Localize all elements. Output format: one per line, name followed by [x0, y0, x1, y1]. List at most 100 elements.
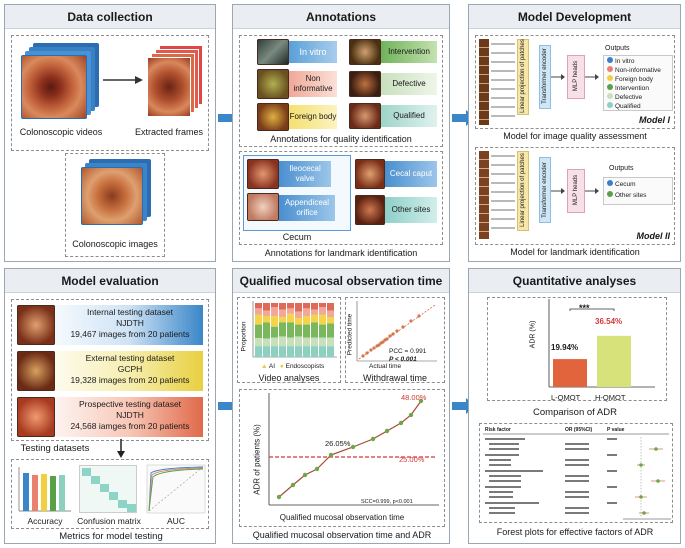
proportion-segment — [319, 307, 326, 315]
proportion-segment — [255, 324, 262, 339]
other-sites-thumb — [355, 195, 385, 225]
significance-bracket — [569, 308, 615, 311]
proportion-segment — [303, 346, 310, 357]
forest-box — [479, 423, 673, 523]
proportion-segment — [311, 337, 318, 347]
internal-dataset-text: Internal testing dataset NJDTH 19,467 im… — [57, 307, 203, 340]
adr-point — [398, 420, 404, 426]
model2-output-label: Cecum — [615, 181, 636, 188]
defective-thumb — [349, 71, 381, 97]
bar1-value: 19.94% — [551, 343, 579, 352]
proportion-legend: ▲ AI ● Endoscopists — [261, 363, 324, 370]
proportion-segment — [311, 303, 318, 310]
model1-output-label: Foreign body — [615, 76, 653, 83]
proportion-label: Proportion — [240, 321, 248, 352]
dot-icon — [607, 93, 613, 99]
proportion-segment — [263, 315, 270, 323]
model1-output-non-informative: Non-informative — [607, 66, 661, 74]
proportion-segment — [295, 336, 302, 347]
landmark-ileocecal-valve: Ileocecal valve — [279, 161, 331, 187]
forest-header-p: P value — [607, 427, 625, 433]
adr-ylabel: ADR of patients (%) — [252, 424, 262, 495]
dot-icon — [607, 75, 613, 81]
model1-output-in-vitro: In vitro — [607, 57, 635, 65]
quality-foreign-body: Foreign body — [289, 105, 337, 129]
proportion-segment — [279, 303, 286, 310]
pcc-label: PCC = 0.991 — [389, 348, 427, 355]
proportion-segment — [319, 303, 326, 308]
model1-flow-arrows — [551, 74, 599, 80]
model1-patch-arrows — [491, 43, 515, 117]
withdrawal-box — [345, 297, 445, 383]
proportion-segment — [255, 346, 262, 357]
proportion-segment — [255, 338, 262, 347]
model1-output-label: Defective — [615, 94, 643, 101]
video-analyses-caption: Video analyses — [258, 373, 320, 383]
quality-intervention: Intervention — [381, 41, 437, 63]
proportion-segment — [303, 337, 310, 347]
proportion-segment — [311, 322, 318, 338]
proportion-segment — [279, 322, 286, 337]
images-box — [65, 153, 165, 257]
model1-encoder-label: Transformer encoder — [542, 48, 548, 104]
proportion-segment — [271, 326, 278, 338]
predicted-time-label: Predicted time — [346, 313, 354, 356]
scatter-point — [409, 319, 413, 323]
adr-bar — [553, 359, 587, 387]
proportion-segment — [295, 346, 302, 357]
model2-patch-arrows — [491, 155, 515, 229]
model2-encoder-label: Transformer encoder — [542, 162, 548, 218]
proportion-segment — [311, 309, 318, 315]
model1-output-label: Qualified — [615, 103, 641, 110]
model1-output-label: Non-informative — [615, 67, 661, 74]
scatter-point — [417, 314, 421, 318]
model2-encoder — [539, 157, 551, 223]
landmark-cecal-caput: Cecal caput — [385, 161, 437, 187]
model1-outputs-label: Outputs — [605, 45, 630, 52]
observation-panel: Qualified mucosal observation time Propo… — [232, 268, 450, 544]
quality-defective: Defective — [381, 73, 437, 95]
adr-point — [418, 398, 424, 404]
adr-ref-label: 25.00% — [399, 455, 425, 464]
non-informative-thumb — [257, 69, 289, 99]
proportion-segment — [271, 307, 278, 316]
bar1-label: L-QMOT — [551, 393, 581, 402]
quantitative-panel: Quantitative analyses ADR (%) *** 19.94%… — [468, 268, 681, 544]
model2-caption: Model for landmark identification — [510, 247, 640, 257]
legend-endoscopists-icon: ● — [279, 363, 284, 370]
proportion-segment — [263, 338, 270, 347]
adr-point — [350, 444, 356, 450]
proportion-segment — [303, 308, 310, 316]
internal-dataset-name: Internal testing dataset — [86, 307, 173, 317]
dot-icon — [607, 66, 613, 72]
adr-point — [276, 494, 282, 500]
metric-confusion-matrix: Confusion matrix — [77, 516, 141, 526]
proportion-segment — [279, 346, 286, 357]
proportion-segment — [295, 324, 302, 337]
proportion-segment — [311, 314, 318, 323]
scatter-point — [385, 337, 389, 341]
adr-max-label: 48.00% — [401, 393, 427, 402]
cecum-label: Cecum — [282, 232, 312, 242]
scatter-point — [365, 351, 369, 355]
proportion-segment — [271, 303, 278, 308]
pval-label: P < 0.001 — [389, 356, 417, 363]
video-proportion-chart — [252, 301, 337, 358]
adr-point — [314, 466, 320, 472]
datasets-box — [11, 299, 209, 441]
adr-line — [278, 400, 422, 498]
proportion-segment — [303, 324, 310, 338]
model-evaluation-title: Model evaluation — [5, 269, 215, 293]
testing-datasets-label: Testing datasets — [20, 443, 90, 454]
model2-output-label: Other sites — [615, 192, 647, 199]
model2-box — [475, 147, 675, 245]
model1-caption: Model for image quality assessment — [503, 131, 647, 141]
model1-output-defective: Defective — [607, 93, 642, 101]
dot-icon — [607, 180, 613, 186]
dot-icon — [607, 102, 613, 108]
quality-box — [239, 35, 443, 147]
external-dataset-thumb — [17, 351, 55, 391]
proportion-segment — [319, 324, 326, 338]
model2-flow-arrows — [551, 188, 599, 194]
annotations-title: Annotations — [233, 5, 449, 29]
